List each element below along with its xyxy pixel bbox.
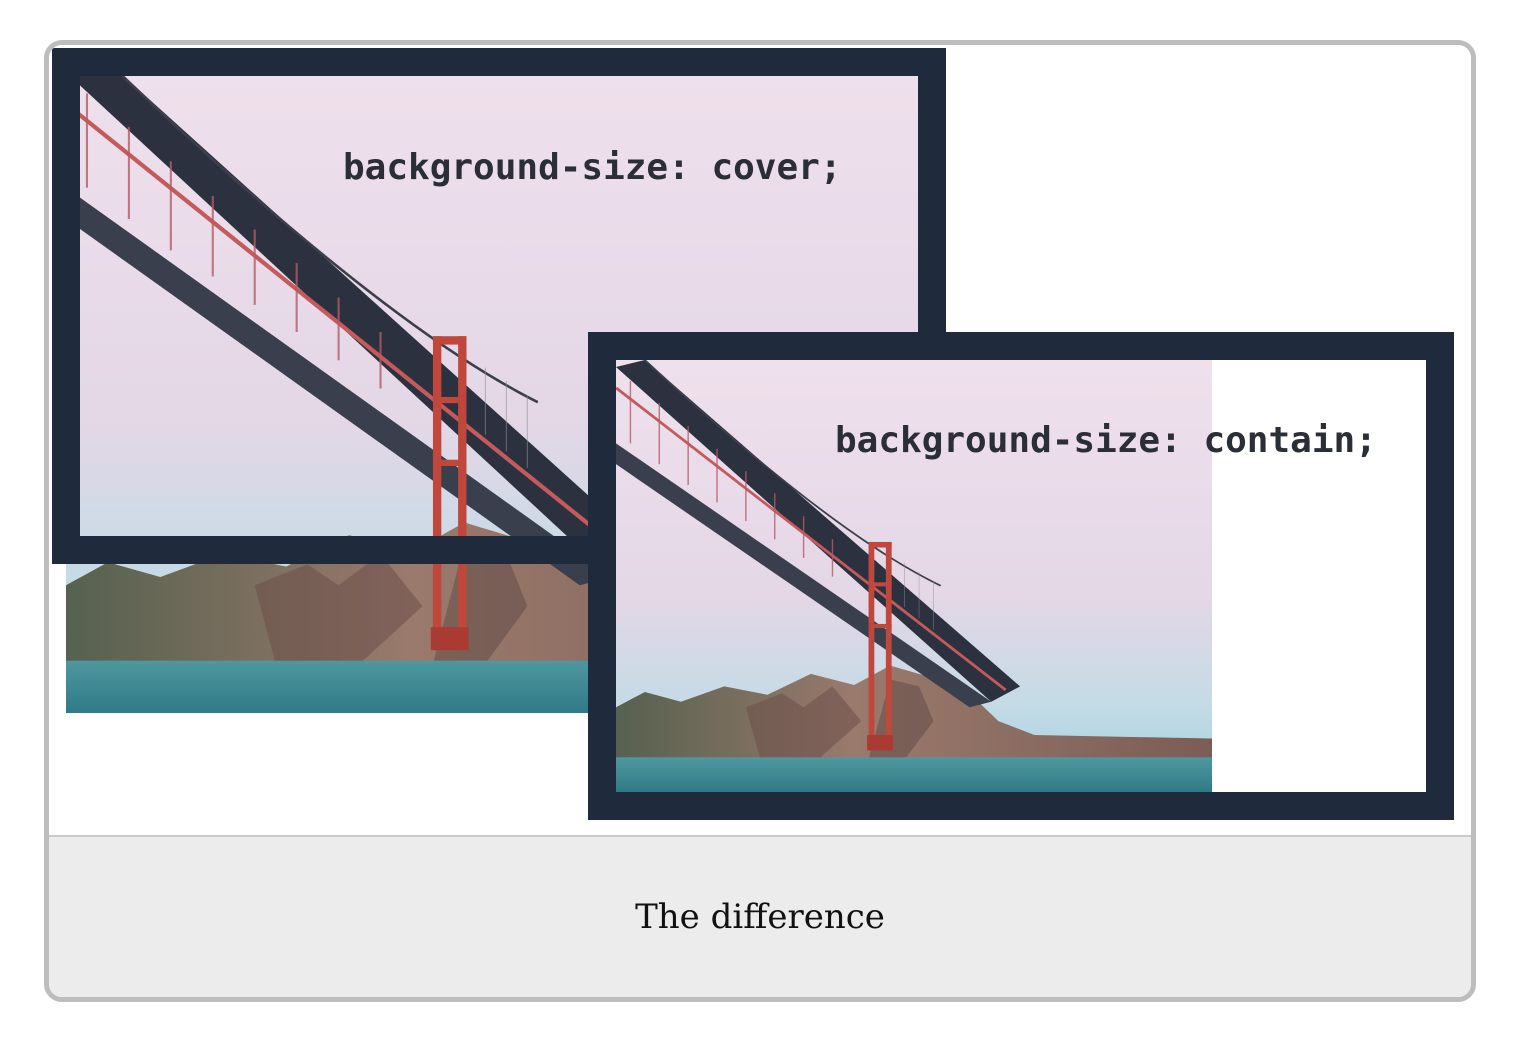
contain-label: background-size: contain; — [835, 420, 1377, 461]
cover-label: background-size: cover; — [343, 147, 842, 188]
figure-card: background-size: cover; background-size:… — [44, 40, 1476, 1002]
figure-caption: The difference — [49, 835, 1471, 997]
figure-image: background-size: cover; background-size:… — [49, 45, 1471, 835]
comparison-illustration: background-size: cover; background-size:… — [49, 48, 1454, 835]
cover-frame — [52, 48, 946, 564]
